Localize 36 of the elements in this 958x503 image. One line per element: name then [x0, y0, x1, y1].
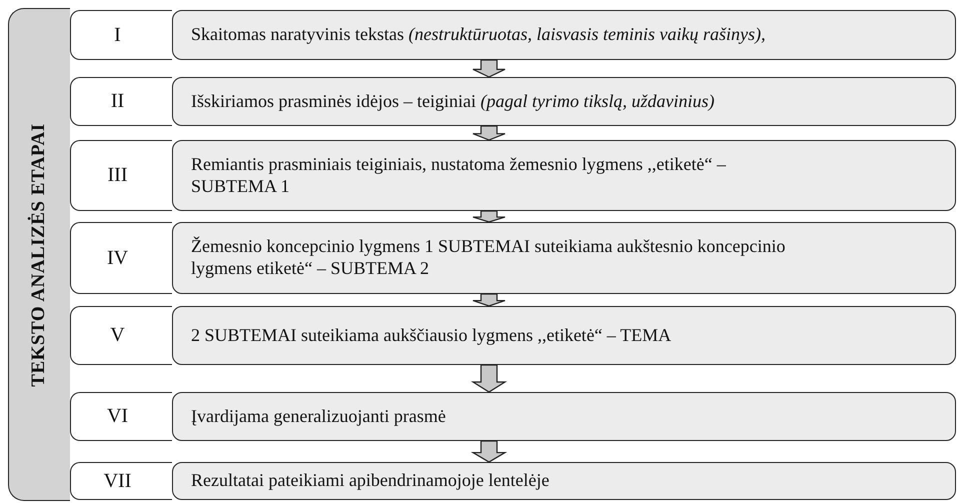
stage-box	[172, 140, 956, 211]
stage-text: 2 SUBTEMAI suteikiama aukščiausio lygmens ,,etiketė“ – TEMA	[191, 324, 672, 346]
stage-number: III	[108, 164, 128, 187]
block-arrow	[472, 125, 506, 141]
stage-box	[172, 392, 956, 441]
stage-text: Remiantis prasminiais teiginiais, nustatoma žemesnio lygmens ,,etiketė“ – SUBTEMA 1	[191, 154, 727, 198]
vertical-title: TEKSTO ANALIZĖS ETAPAI	[28, 123, 50, 387]
stage-number-box	[70, 10, 172, 60]
block-arrow	[472, 210, 506, 223]
stage-number: IV	[106, 246, 128, 270]
stage-number: I	[114, 24, 121, 46]
stage-box	[172, 222, 956, 294]
stage-text: Žemesnio koncepcinio lygmens 1 SUBTEMAI suteikiama aukštesnio koncepcinio lygmens etiketė“ – SUBTEMA 2	[191, 236, 786, 280]
stage-number-box	[70, 392, 172, 441]
side-panel	[8, 8, 70, 501]
stage-number-box	[70, 306, 172, 365]
stage-number-box	[70, 77, 172, 126]
stage-number-box	[70, 140, 172, 211]
stage-number-box	[70, 222, 172, 294]
stage-text: Skaitomas naratyvinis tekstas (nestruktūruotas, laisvasis teminis vaikų rašinys),	[191, 24, 766, 46]
block-arrow	[470, 440, 508, 463]
block-arrow	[472, 59, 506, 78]
stage-number: VI	[106, 405, 128, 428]
block-arrow	[472, 293, 506, 307]
block-arrow	[470, 364, 508, 393]
stage-text: Įvardijama generalizuojanti prasmė	[191, 406, 446, 428]
stage-box	[172, 462, 956, 500]
stage-box	[172, 10, 956, 60]
stage-box	[172, 77, 956, 126]
stage-number-box	[70, 462, 172, 500]
stage-text: Rezultatai pateikiami apibendrinamojoje lentelėje	[191, 470, 550, 492]
stage-box	[172, 306, 956, 365]
stage-number: II	[110, 90, 124, 113]
stage-number: VII	[104, 470, 132, 492]
stage-text: Išskiriamos prasminės idėjos – teiginiai (pagal tyrimo tikslą, uždavinius)	[191, 90, 714, 112]
stage-number: V	[110, 324, 125, 347]
